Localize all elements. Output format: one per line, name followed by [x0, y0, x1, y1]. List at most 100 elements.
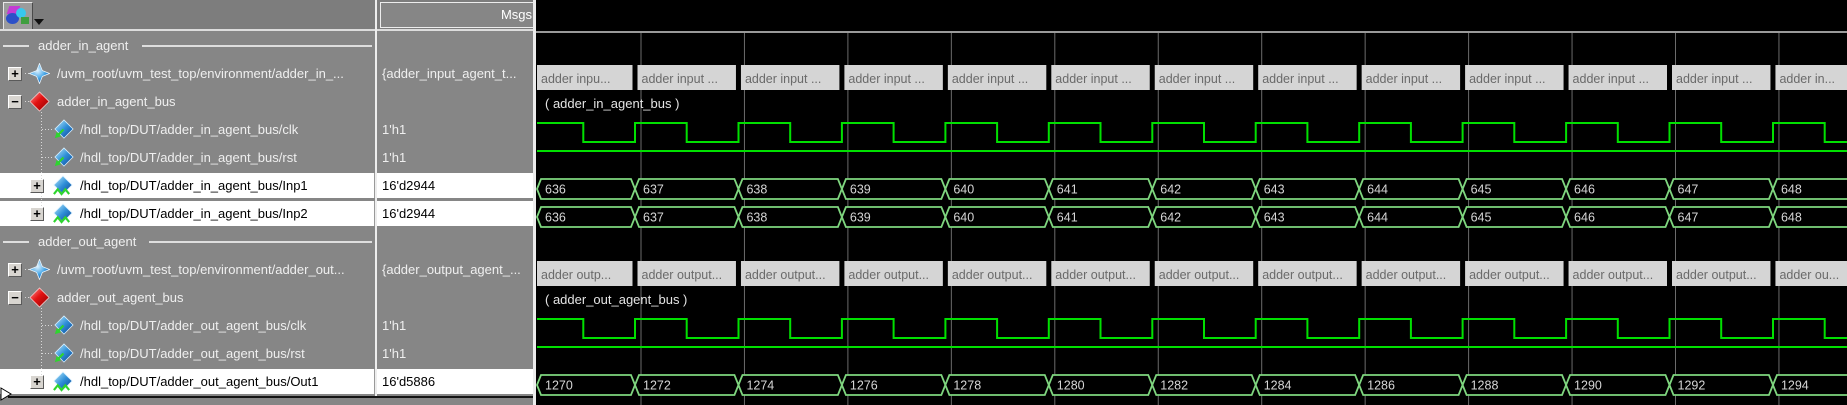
svg-text:642: 642 — [1160, 183, 1181, 197]
selected-row-background — [0, 369, 536, 394]
red-diamond-icon — [29, 91, 50, 112]
waveform-canvas[interactable]: adder inpu...adder input ...adder input … — [536, 0, 1847, 405]
msgs-wave-separator[interactable] — [533, 0, 536, 405]
expand-button[interactable]: + — [8, 67, 22, 81]
clk-in-waveform — [537, 122, 1847, 143]
divider-label: adder_in_agent — [38, 38, 129, 53]
divider-line — [3, 45, 29, 47]
signal-icon — [53, 119, 74, 140]
bus-signal-icon — [52, 371, 73, 392]
svg-text:645: 645 — [1471, 211, 1492, 225]
svg-text:adder input ...: adder input ... — [1573, 72, 1649, 86]
svg-text:adder input ...: adder input ... — [1676, 72, 1752, 86]
svg-text:645: 645 — [1471, 183, 1492, 197]
svg-text:642: 642 — [1160, 211, 1181, 225]
in-transaction-stream: adder inpu...adder input ...adder input … — [537, 65, 1847, 90]
signal-icon — [53, 147, 74, 168]
divider-line — [141, 45, 372, 47]
names-footer — [0, 396, 536, 405]
svg-text:641: 641 — [1057, 183, 1078, 197]
toolbar-separator — [0, 29, 536, 31]
red-diamond-icon — [29, 287, 50, 308]
star-icon — [28, 258, 51, 281]
divider-row[interactable]: adder_out_agent — [0, 228, 536, 256]
signal-value-msgs: 1'h1 — [382, 318, 407, 333]
tree-connector — [42, 325, 52, 326]
svg-text:638: 638 — [746, 211, 767, 225]
svg-text:adder outp...: adder outp... — [541, 268, 611, 282]
svg-text:644: 644 — [1367, 183, 1388, 197]
signal-name-label: /hdl_top/DUT/adder_in_agent_bus/clk — [80, 122, 299, 137]
svg-text:adder input ...: adder input ... — [745, 72, 821, 86]
signal-name-label: /hdl_top/DUT/adder_out_agent_bus/rst — [80, 346, 305, 361]
signal-name-label: adder_in_agent_bus — [57, 94, 176, 109]
signal-row[interactable]: +/uvm_root/uvm_test_top/environment/adde… — [0, 256, 536, 284]
tree-icon-blue — [6, 13, 19, 24]
svg-text:637: 637 — [643, 211, 664, 225]
svg-text:647: 647 — [1678, 211, 1699, 225]
svg-text:640: 640 — [953, 183, 974, 197]
expand-button[interactable]: + — [30, 179, 44, 193]
svg-text:1290: 1290 — [1574, 379, 1602, 393]
svg-text:647: 647 — [1678, 183, 1699, 197]
signal-row[interactable]: +/uvm_root/uvm_test_top/environment/adde… — [0, 60, 536, 88]
svg-text:adder input ...: adder input ... — [1055, 72, 1131, 86]
svg-text:adder output...: adder output... — [1262, 268, 1343, 282]
divider-row[interactable]: adder_in_agent — [0, 32, 536, 60]
dropdown-arrow-icon[interactable] — [34, 19, 44, 25]
expand-button[interactable]: + — [8, 263, 22, 277]
svg-text:639: 639 — [850, 183, 871, 197]
svg-text:adder output...: adder output... — [1055, 268, 1136, 282]
svg-text:adder input ...: adder input ... — [848, 72, 924, 86]
svg-text:adder output...: adder output... — [1573, 268, 1654, 282]
svg-text:adder output...: adder output... — [1676, 268, 1757, 282]
svg-text:1292: 1292 — [1678, 379, 1706, 393]
svg-text:636: 636 — [545, 183, 566, 197]
signal-icon — [53, 343, 74, 364]
tree-icon-green — [21, 17, 29, 24]
names-msgs-separator[interactable] — [375, 0, 377, 396]
svg-text:1270: 1270 — [545, 379, 573, 393]
tree-connector — [25, 73, 29, 74]
collapse-button[interactable]: − — [8, 291, 22, 305]
svg-text:adder output...: adder output... — [745, 268, 826, 282]
tree-connector — [42, 353, 52, 354]
signal-tree-button[interactable] — [3, 2, 33, 30]
collapse-button[interactable]: − — [8, 95, 22, 109]
svg-text:1282: 1282 — [1160, 379, 1188, 393]
svg-text:adder ou...: adder ou... — [1779, 268, 1839, 282]
signal-name-label: /hdl_top/DUT/adder_in_agent_bus/rst — [80, 150, 297, 165]
svg-text:adder input ...: adder input ... — [1159, 72, 1235, 86]
tree-connector — [25, 101, 29, 102]
svg-text:1294: 1294 — [1781, 379, 1809, 393]
svg-text:638: 638 — [746, 183, 767, 197]
divider-label: adder_out_agent — [38, 234, 137, 249]
svg-text:639: 639 — [850, 211, 871, 225]
column-divider — [374, 369, 375, 394]
tree-connector — [41, 112, 42, 213]
expand-button[interactable]: + — [30, 207, 44, 221]
msgs-column-header[interactable]: Msgs — [380, 2, 539, 28]
svg-text:641: 641 — [1057, 211, 1078, 225]
cursor-pointer-icon[interactable] — [0, 387, 12, 401]
signal-row[interactable]: −adder_out_agent_bus — [0, 284, 536, 312]
svg-text:adder in...: adder in... — [1779, 72, 1835, 86]
svg-text:adder input ...: adder input ... — [1469, 72, 1545, 86]
expand-button[interactable]: + — [30, 375, 44, 389]
signal-row[interactable]: − adder_in_agent_bus — [0, 88, 536, 116]
signal-icon — [53, 315, 74, 336]
svg-text:adder input ...: adder input ... — [1262, 72, 1338, 86]
svg-text:adder input ...: adder input ... — [952, 72, 1028, 86]
out-transaction-stream: adder outp... adder output... adder output… — [537, 261, 1847, 286]
svg-text:adder output...: adder output... — [1469, 268, 1550, 282]
svg-text:adder output...: adder output... — [1159, 268, 1240, 282]
bus-signal-icon — [52, 175, 73, 196]
